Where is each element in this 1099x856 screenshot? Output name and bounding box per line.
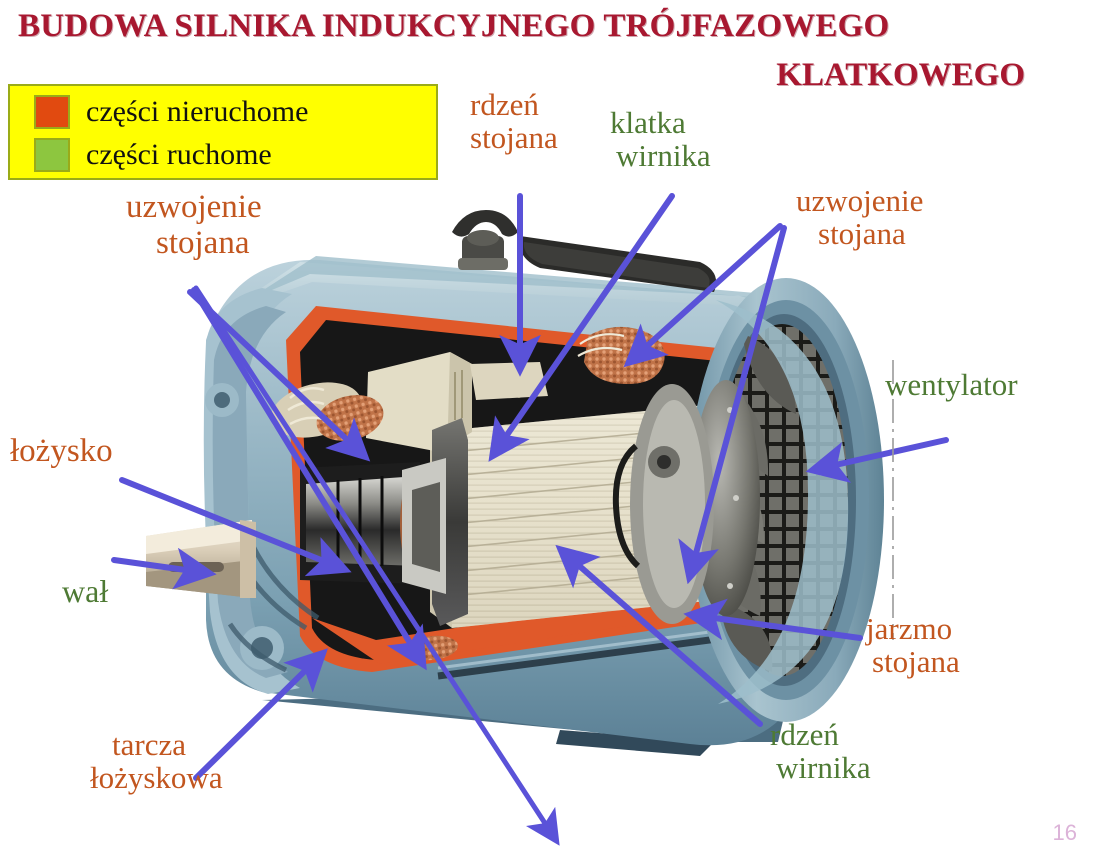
label-bearing-shield: tarcza łożyskowa xyxy=(90,727,223,795)
label-bearing-shield-line1: tarcza xyxy=(112,727,186,762)
label-rotor-cage: klatka wirnika xyxy=(610,106,711,173)
label-bearing-line1: łożysko xyxy=(10,433,113,469)
label-fan-line1: wentylator xyxy=(885,367,1018,402)
legend-box: części nieruchome części ruchome xyxy=(8,84,438,180)
label-stator-winding-right-line2: stojana xyxy=(818,216,906,252)
label-stator-winding-right: uzwojenie stojana xyxy=(796,184,923,251)
label-stator-winding-right-line1: uzwojenie xyxy=(796,183,924,218)
label-stator-core-line2: stojana xyxy=(470,120,558,156)
legend-label-fixed-parts: części nieruchome xyxy=(86,94,309,128)
label-rotor-core: rdzeń wirnika xyxy=(770,718,871,785)
fan-cowl-and-fan xyxy=(688,278,884,722)
label-stator-winding-left-line1: uzwojenie xyxy=(126,189,262,225)
legend-label-moving-parts: części ruchome xyxy=(86,137,272,171)
title-line-2: KLATKOWEGO xyxy=(776,57,1025,93)
moving-parts-swatch xyxy=(34,137,70,172)
label-stator-core-line1: rdzeń xyxy=(470,87,539,122)
legend-item-fixed-parts: części nieruchome xyxy=(18,90,428,133)
label-stator-winding-left: uzwojenie stojana xyxy=(126,189,262,261)
output-shaft xyxy=(146,520,256,598)
label-rotor-core-line2: wirnika xyxy=(776,750,871,786)
label-stator-yoke-line1: jarzmo xyxy=(866,611,953,646)
label-bearing-shield-line2: łożyskowa xyxy=(90,760,223,796)
title-line-1: BUDOWA SILNIKA INDUKCYJNEGO TRÓJFAZOWEGO xyxy=(18,8,890,44)
label-fan: wentylator xyxy=(885,368,1018,401)
label-shaft-line1: wał xyxy=(62,573,109,609)
label-stator-winding-left-line2: stojana xyxy=(156,224,250,261)
label-shaft: wał xyxy=(62,574,108,609)
label-stator-yoke: jarzmo stojana xyxy=(866,612,960,679)
label-rotor-cage-line1: klatka xyxy=(610,105,686,140)
slide-title: BUDOWA SILNIKA INDUKCYJNEGO TRÓJFAZOWEGO… xyxy=(0,8,1085,94)
label-rotor-cage-line2: wirnika xyxy=(616,138,711,174)
lifting-eye-bolt xyxy=(452,210,518,270)
label-rotor-core-line1: rdzeń xyxy=(770,717,839,752)
label-stator-core: rdzeń stojana xyxy=(470,88,558,155)
page-number: 16 xyxy=(1052,820,1077,845)
fixed-parts-swatch xyxy=(34,94,70,129)
legend-item-moving-parts: części ruchome xyxy=(18,133,428,176)
label-stator-yoke-line2: stojana xyxy=(872,644,960,680)
label-bearing: łożysko xyxy=(10,433,113,470)
